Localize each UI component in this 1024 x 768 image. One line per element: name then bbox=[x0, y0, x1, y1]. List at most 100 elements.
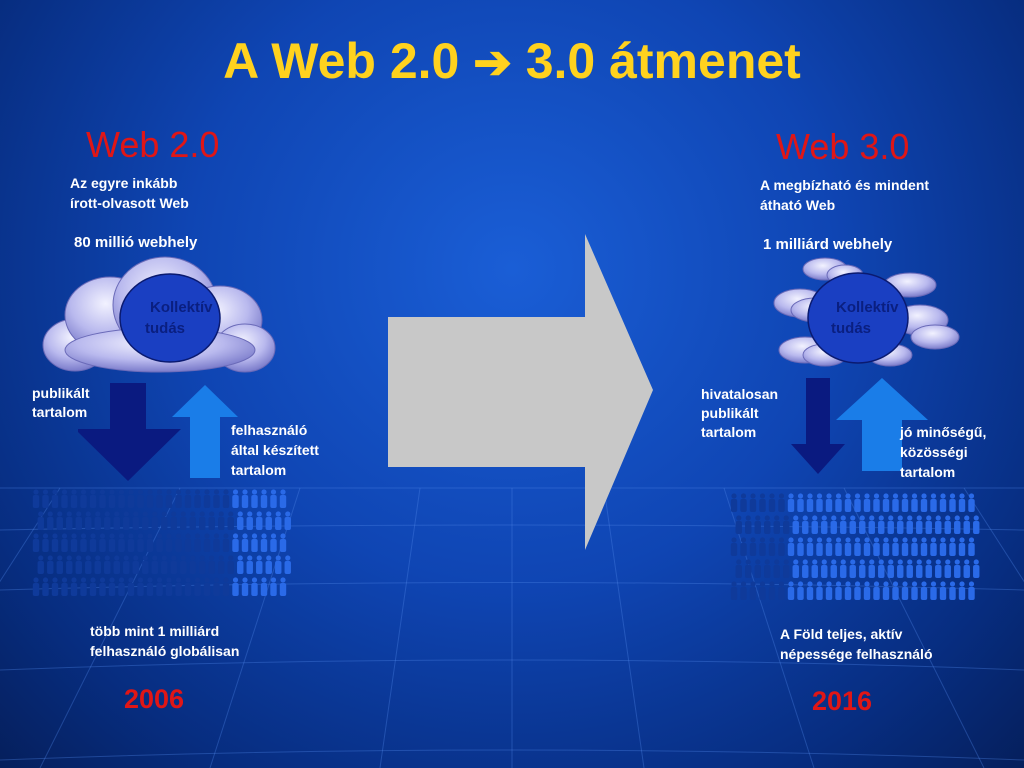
person-icon bbox=[792, 515, 799, 534]
person-icon bbox=[778, 537, 785, 556]
person-icon bbox=[151, 555, 158, 574]
web3-community-line2: közösségi bbox=[900, 444, 968, 460]
person-icon bbox=[887, 515, 894, 534]
person-icon bbox=[151, 511, 158, 530]
person-icon bbox=[840, 515, 847, 534]
person-icon bbox=[749, 493, 757, 512]
person-icon bbox=[730, 493, 738, 512]
person-icon bbox=[260, 533, 268, 552]
person-icon bbox=[920, 493, 928, 512]
person-icon bbox=[256, 511, 263, 530]
person-icon bbox=[70, 577, 78, 596]
web2-sites: 80 millió webhely bbox=[74, 234, 198, 251]
people-crowd-icon bbox=[730, 493, 980, 600]
person-icon bbox=[863, 493, 871, 512]
person-icon bbox=[189, 555, 196, 574]
cloud-cluster-icon bbox=[773, 257, 960, 367]
person-icon bbox=[759, 493, 766, 512]
web2-users-line1: több mint 1 milliárd bbox=[90, 623, 220, 639]
person-icon bbox=[859, 515, 866, 534]
arrow-down-icon bbox=[78, 383, 181, 481]
person-icon bbox=[825, 493, 833, 512]
person-icon bbox=[32, 533, 40, 552]
person-icon bbox=[887, 559, 894, 578]
person-icon bbox=[75, 555, 82, 574]
person-icon bbox=[104, 555, 111, 574]
person-icon bbox=[863, 581, 871, 600]
web2-published-line1: publikált bbox=[32, 385, 90, 401]
person-icon bbox=[840, 559, 847, 578]
person-icon bbox=[911, 581, 918, 600]
person-icon bbox=[916, 559, 923, 578]
person-icon bbox=[787, 537, 795, 556]
person-icon bbox=[759, 537, 766, 556]
person-icon bbox=[127, 533, 135, 552]
person-icon bbox=[51, 533, 59, 552]
person-icon bbox=[241, 533, 249, 552]
person-icon bbox=[42, 577, 49, 596]
person-icon bbox=[806, 581, 814, 600]
person-icon bbox=[61, 533, 68, 552]
person-icon bbox=[232, 489, 239, 508]
person-icon bbox=[740, 537, 747, 556]
web3-community-line1: jó minőségű, bbox=[900, 424, 987, 440]
person-icon bbox=[51, 489, 59, 508]
person-icon bbox=[944, 559, 951, 578]
person-icon bbox=[208, 511, 215, 530]
person-icon bbox=[32, 489, 40, 508]
arrow-down-icon bbox=[791, 378, 845, 474]
person-icon bbox=[246, 511, 253, 530]
person-icon bbox=[935, 515, 942, 534]
person-icon bbox=[811, 559, 818, 578]
person-icon bbox=[954, 515, 961, 534]
person-icon bbox=[925, 515, 932, 534]
person-icon bbox=[37, 555, 44, 574]
person-icon bbox=[118, 489, 125, 508]
web3-community-line3: tartalom bbox=[900, 464, 956, 480]
person-icon bbox=[213, 577, 220, 596]
person-icon bbox=[859, 559, 866, 578]
person-icon bbox=[270, 533, 277, 552]
person-icon bbox=[180, 555, 187, 574]
web2-year: 2006 bbox=[124, 684, 185, 714]
person-icon bbox=[835, 537, 842, 556]
page-title: A Web 2.0 ➔ 3.0 átmenet bbox=[0, 32, 1024, 90]
person-icon bbox=[930, 581, 937, 600]
person-icon bbox=[123, 555, 130, 574]
person-icon bbox=[203, 533, 211, 552]
person-icon bbox=[42, 489, 49, 508]
web3-cloud-label: Kollektív tudás bbox=[831, 297, 899, 339]
person-icon bbox=[118, 533, 125, 552]
person-icon bbox=[768, 537, 776, 556]
person-icon bbox=[132, 511, 139, 530]
web2-published-label: publikált tartalom bbox=[32, 384, 90, 422]
person-icon bbox=[127, 489, 135, 508]
cloud-icon bbox=[42, 256, 276, 373]
person-icon bbox=[930, 493, 937, 512]
person-icon bbox=[203, 577, 211, 596]
person-icon bbox=[954, 559, 961, 578]
person-icon bbox=[830, 559, 837, 578]
person-icon bbox=[279, 577, 287, 596]
person-icon bbox=[94, 555, 101, 574]
web3-heading: Web 3.0 bbox=[776, 126, 910, 167]
person-icon bbox=[754, 559, 761, 578]
person-icon bbox=[787, 581, 795, 600]
web2-subtitle-line2: írott-olvasott Web bbox=[70, 195, 189, 211]
person-icon bbox=[165, 577, 173, 596]
person-icon bbox=[56, 511, 63, 530]
web3-subtitle-line1: A megbízható és mindent bbox=[760, 177, 930, 193]
web2-published-line2: tartalom bbox=[32, 404, 88, 420]
person-icon bbox=[968, 493, 975, 512]
person-icon bbox=[47, 511, 54, 530]
person-icon bbox=[754, 515, 761, 534]
person-icon bbox=[958, 581, 966, 600]
person-icon bbox=[265, 511, 272, 530]
person-icon bbox=[146, 577, 154, 596]
person-icon bbox=[844, 581, 852, 600]
person-icon bbox=[222, 577, 230, 596]
person-icon bbox=[958, 493, 966, 512]
person-icon bbox=[275, 511, 282, 530]
person-icon bbox=[906, 559, 913, 578]
person-icon bbox=[868, 515, 875, 534]
